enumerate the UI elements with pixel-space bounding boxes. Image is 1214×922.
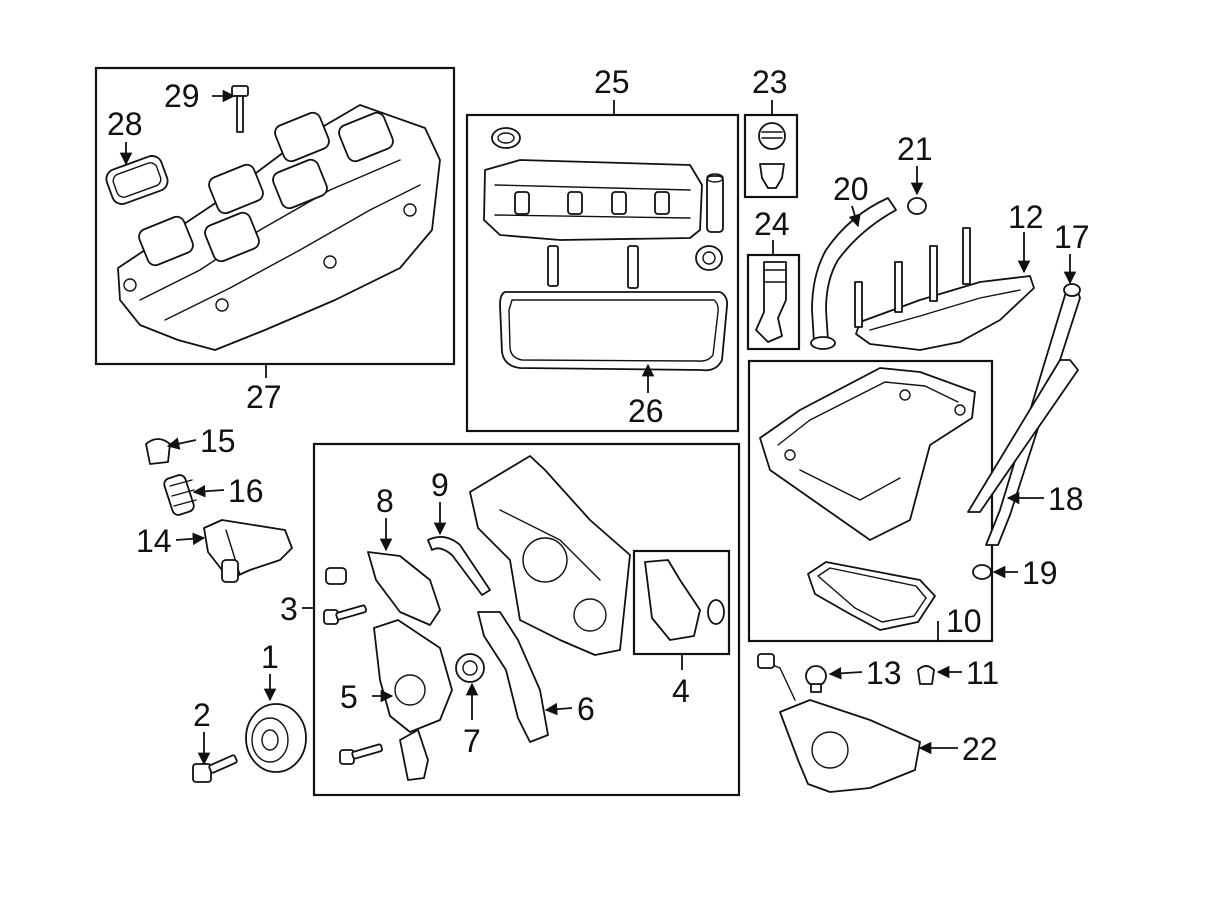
frame-oil-pan — [747, 359, 994, 643]
callout-2: 2 — [193, 697, 211, 733]
pulley-bolt-part — [192, 754, 238, 783]
filter-cap-part — [145, 438, 171, 465]
callout-28: 28 — [107, 106, 143, 142]
callout-21: 21 — [897, 131, 933, 167]
oil-filter-element-part — [163, 474, 197, 516]
callout-22: 22 — [962, 731, 998, 767]
timing-cover-gasket-part — [644, 559, 725, 641]
manifold-bolt-part — [231, 85, 249, 133]
push-pin-part — [917, 665, 935, 685]
callout-12: 12 — [1008, 199, 1044, 235]
oil-filter-housing-part — [203, 519, 293, 583]
frame-timing-cover — [312, 442, 741, 797]
oil-pan-baffle-part — [854, 227, 1035, 351]
callout-5: 5 — [340, 679, 358, 715]
front-cover-seal-part — [455, 653, 485, 683]
oil-cap-part — [758, 122, 786, 189]
callout-17: 17 — [1054, 219, 1090, 255]
callout-labels: 29 28 27 25 26 23 24 20 21 12 17 18 19 1… — [107, 64, 1090, 767]
o-ring-part — [907, 197, 927, 215]
callout-16: 16 — [228, 473, 264, 509]
oil-pump-part — [757, 653, 921, 793]
timing-cover-part — [469, 455, 631, 656]
oil-pan-part — [759, 367, 976, 541]
callout-20: 20 — [833, 171, 869, 207]
callout-13: 13 — [866, 655, 902, 691]
frame-intake-manifold — [94, 66, 456, 366]
callout-15: 15 — [200, 423, 236, 459]
callout-10: 10 — [946, 603, 982, 639]
water-inlet-part — [325, 551, 441, 626]
frame-valve-cover — [465, 113, 740, 433]
crank-pulley-part — [245, 703, 307, 773]
callout-11: 11 — [966, 655, 999, 691]
frame-oil-cap — [743, 113, 799, 199]
callout-27: 27 — [246, 379, 282, 415]
manifold-gasket-part — [105, 155, 169, 205]
callout-29: 29 — [164, 78, 200, 114]
callout-18: 18 — [1048, 481, 1084, 517]
callout-23: 23 — [752, 64, 788, 100]
dipstick-seal-part — [972, 564, 992, 580]
valve-cover-studs — [547, 245, 639, 289]
valve-cover-seal-ring — [491, 127, 521, 149]
callout-19: 19 — [1022, 555, 1058, 591]
callout-4: 4 — [672, 673, 690, 709]
valve-cover-grommet — [695, 245, 723, 271]
water-pump-part — [373, 619, 453, 781]
callout-25: 25 — [594, 64, 630, 100]
dipstick-part — [967, 283, 1081, 546]
intake-manifold-part — [117, 104, 441, 351]
callout-7: 7 — [463, 723, 481, 759]
callout-6: 6 — [577, 691, 595, 727]
chain-guide-part — [427, 536, 491, 596]
callout-14: 14 — [136, 523, 172, 559]
drain-plug-part — [805, 665, 827, 693]
oil-pan-gasket-part — [807, 561, 936, 631]
callout-1: 1 — [261, 639, 279, 675]
callout-3: 3 — [280, 591, 298, 627]
callout-24: 24 — [754, 206, 790, 242]
timing-cover-inner-gasket-part — [477, 611, 549, 743]
valve-cover-gasket-part — [499, 291, 729, 372]
valve-cover-sleeve — [706, 173, 724, 233]
callout-8: 8 — [376, 483, 394, 519]
valve-cover-part — [483, 159, 703, 241]
callout-26: 26 — [628, 393, 664, 429]
timing-bolts-part — [323, 604, 383, 765]
leader-lines — [119, 89, 1077, 766]
callout-9: 9 — [431, 467, 449, 503]
oil-fill-tube-part — [755, 261, 787, 343]
